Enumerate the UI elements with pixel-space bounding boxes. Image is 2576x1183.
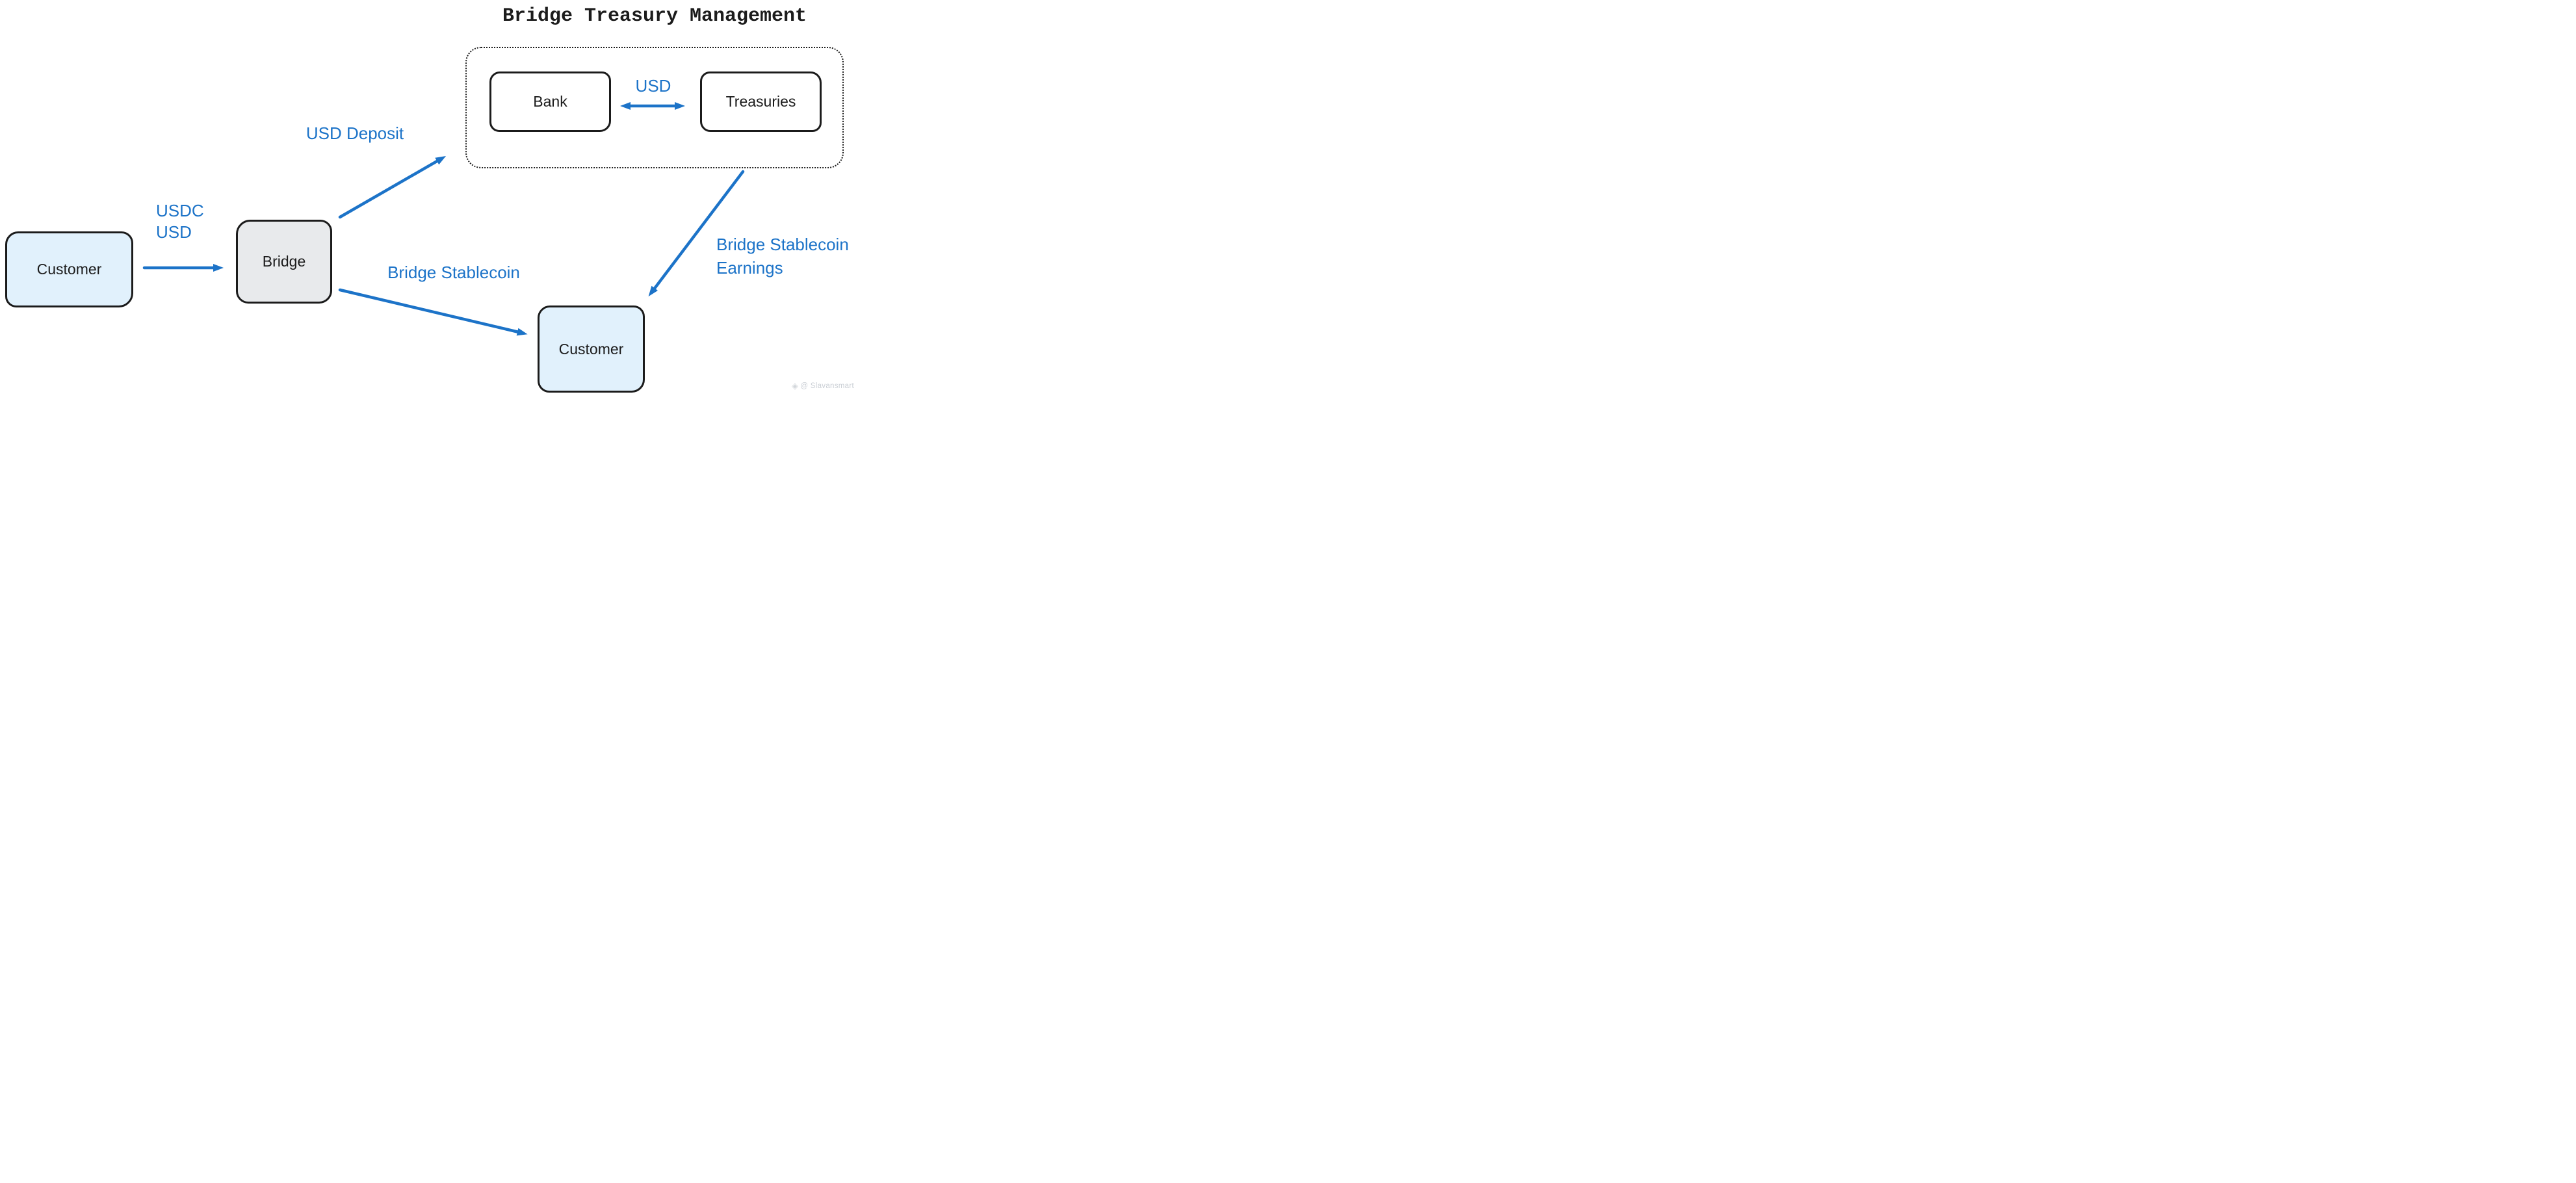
node-treasuries-label: Treasuries: [725, 93, 796, 110]
node-bank: Bank: [489, 72, 611, 132]
diagram-canvas: Bridge Treasury Management Customer Brid…: [0, 0, 859, 395]
edge-label-usdc: USDC: [156, 201, 204, 220]
watermark-text: @ Slavansmart: [800, 382, 854, 390]
bridge-stablecoin-arrow: [338, 288, 528, 336]
node-customer-left: Customer: [5, 231, 133, 307]
treasury-group-box: [465, 47, 844, 168]
node-treasuries: Treasuries: [700, 72, 822, 132]
edge-label-usd: USD: [156, 222, 192, 242]
edge-label-usd-bank-treasuries: USD: [635, 76, 671, 96]
node-customer-left-label: Customer: [36, 261, 102, 278]
edge-label-earnings-line1: Bridge Stablecoin: [716, 235, 849, 254]
slavansmart-logo-icon: ◈: [792, 381, 799, 391]
diagram-title: Bridge Treasury Management: [502, 5, 807, 27]
watermark: ◈ @ Slavansmart: [792, 381, 854, 391]
node-bank-label: Bank: [533, 93, 567, 110]
edge-label-bridge-stablecoin: Bridge Stablecoin: [387, 263, 520, 282]
node-bridge: Bridge: [236, 220, 332, 304]
edge-label-earnings-line2: Earnings: [716, 258, 783, 278]
node-bridge-label: Bridge: [262, 253, 306, 270]
edge-label-bridge-stablecoin-earnings: Bridge Stablecoin Earnings: [716, 233, 849, 280]
edge-label-usdc-usd: USDC USD: [156, 200, 204, 243]
edge-label-usd-deposit: USD Deposit: [306, 124, 404, 143]
usd-deposit-arrow: [338, 156, 447, 219]
node-customer-bottom-label: Customer: [558, 340, 624, 358]
node-customer-bottom: Customer: [538, 306, 645, 393]
